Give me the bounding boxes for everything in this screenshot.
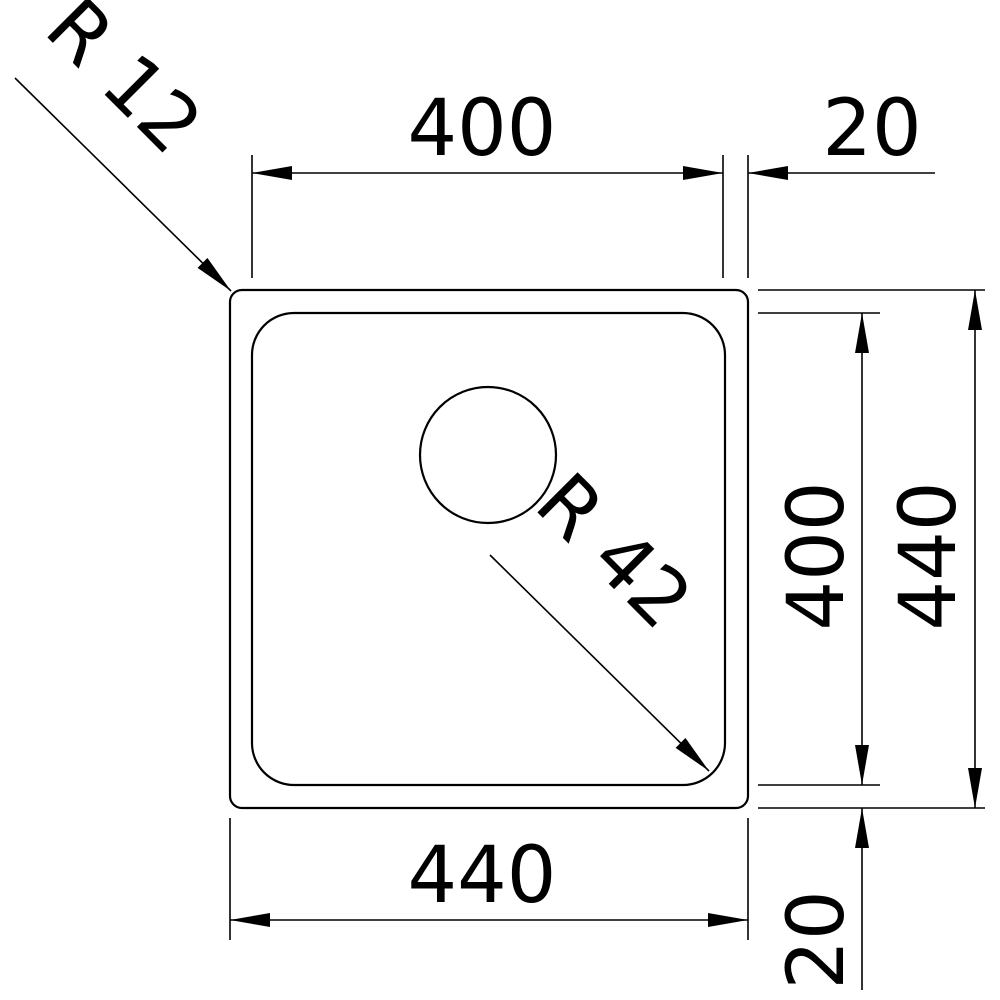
leader-r42 [489, 554, 710, 772]
label-440-bottom: 440 [408, 831, 557, 921]
label-20-right: 20 [772, 890, 862, 989]
sink-outer-outline [228, 288, 750, 810]
label-400-top: 400 [408, 84, 557, 174]
label-r42: R 42 [519, 457, 709, 647]
drain-hole [418, 385, 558, 525]
sink-bowl-outline [250, 311, 727, 787]
label-r12: R 12 [29, 0, 219, 171]
label-400-right: 400 [772, 482, 862, 631]
label-20-top: 20 [822, 84, 921, 174]
leader-r12 [14, 77, 232, 292]
label-440-right: 440 [884, 482, 974, 631]
